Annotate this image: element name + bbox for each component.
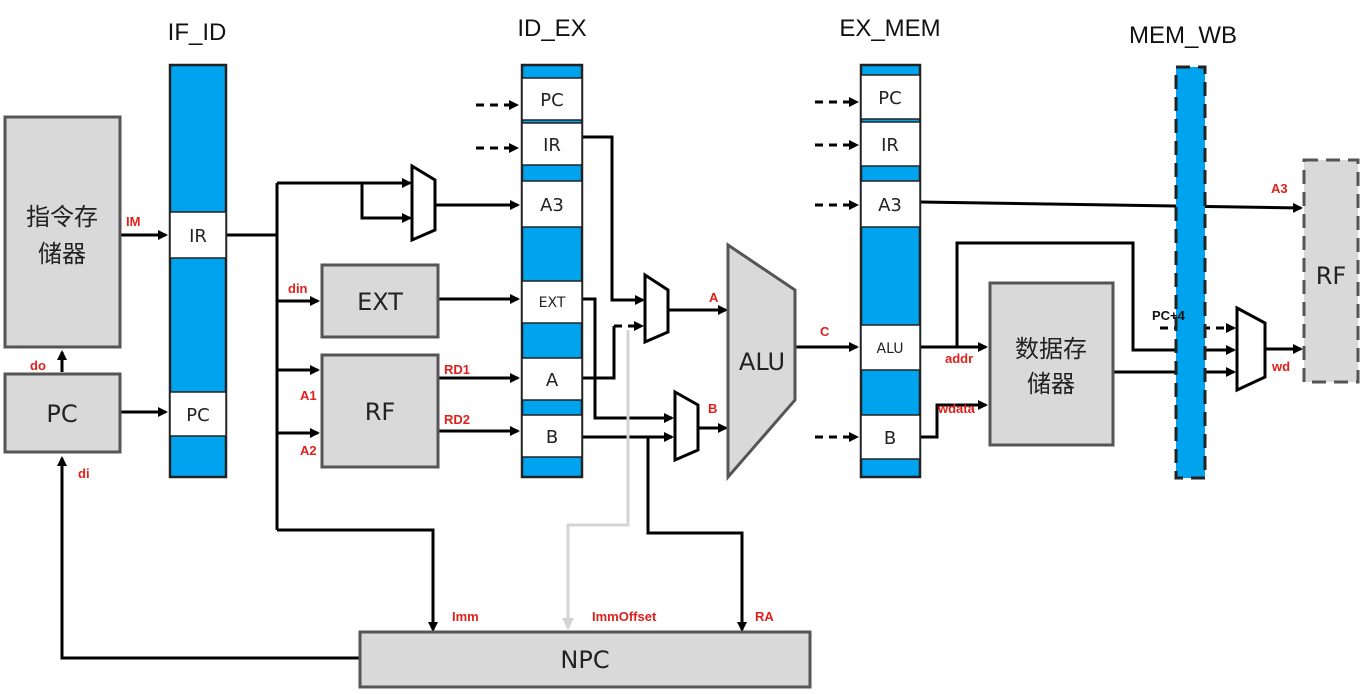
id-ex-ir-cell [521,122,583,166]
id-ex-pc-label: PC [540,90,563,111]
wire-ra [646,437,747,632]
wire-wdata [920,400,988,439]
if-id-ir-label: IR [189,226,207,247]
wire-di [57,456,360,660]
alu-block [726,242,797,482]
id-ex-ir-label: IR [543,135,561,156]
wire-imm-offset [562,330,630,630]
wire-alu-wb [955,241,1236,355]
mem-wb-register [1174,65,1207,480]
id-ex-a-cell [521,357,583,401]
instruction-memory [3,115,122,349]
stage-title-mem-wb: MEM_WB [1129,22,1237,49]
npc-block-label: NPC [560,646,609,674]
wire-imm [277,528,438,632]
signal-wd: wd [1271,359,1290,374]
alu-a-mux [643,272,670,345]
stage-title-id-ex: ID_EX [517,15,586,42]
ex-mem-alu-cell [860,324,921,371]
signal-a2: A2 [300,443,317,458]
signal-addr: addr [945,351,973,366]
register-file-label: RF [365,398,395,426]
ex-mem-b-label: B [884,428,896,449]
signal-do: do [30,358,46,373]
id-ex-pc-cell [521,77,583,121]
signal-a3-wb: A3 [1271,181,1288,196]
wire-ir-alu-mux [582,135,645,305]
npc-block [358,630,812,689]
ex-mem-b-cell [860,414,921,460]
if-id-ir-cell [169,211,227,259]
signal-din: din [288,281,308,296]
stage-title-if-id: IF_ID [168,19,227,46]
signal-alu-b: B [708,401,717,416]
ex-mem-a3-label: A3 [878,195,902,216]
a3-select-mux [410,163,437,243]
id-ex-b-label: B [546,427,558,448]
ex-mem-alu-label: ALU [877,341,904,357]
alu-block-label: ALU [739,348,785,376]
pc-block-label: PC [46,400,77,428]
data-memory-label-1: 数据存 [1015,335,1087,363]
id-ex-a3-cell [521,180,583,228]
signal-pc-plus-4: PC+4 [1152,308,1186,323]
signal-imm: Imm [452,609,479,624]
if-id-pc-label: PC [186,405,209,426]
ex-mem-ir-cell [860,121,921,167]
signal-rd2: RD2 [444,412,470,427]
instruction-memory-label-1: 指令存 [26,203,98,231]
signal-c: C [820,324,830,339]
id-ex-a-label: A [546,370,559,391]
ex-mem-pc-label: PC [878,88,901,109]
wire-ext-alu-b [582,297,674,423]
signal-di: di [78,466,90,481]
signal-rd1: RD1 [444,362,470,377]
wire-a-alu-a [582,326,616,380]
data-memory-label-2: 储器 [1027,370,1075,398]
stage-title-ex-mem: EX_MEM [839,15,940,42]
ex-mem-a3-cell [860,180,921,228]
pc-block [3,372,122,454]
wire-ir-mux-bottom [360,183,412,223]
register-file [320,353,440,469]
ext-block [320,263,440,339]
register-file-writeback [1302,158,1360,384]
wire-a3-wb [919,200,1303,213]
ex-mem-pc-cell [860,74,921,120]
data-memory [988,281,1115,447]
wb-select-mux [1235,305,1267,393]
instruction-memory-label-2: 储器 [38,240,86,268]
alu-b-mux [673,389,700,463]
signal-imm-offset: ImmOffset [592,609,657,624]
register-file-writeback-label: RF [1316,262,1346,290]
id-ex-ext-label: EXT [539,295,566,311]
ex-mem-ir-label: IR [881,135,899,156]
signal-a1: A1 [300,388,317,403]
id-ex-ext-cell [521,280,583,324]
ext-block-label: EXT [357,288,403,316]
id-ex-a3-label: A3 [540,195,564,216]
signal-ra: RA [755,609,774,624]
signal-wdata: wdata [937,401,976,416]
signal-im: IM [126,214,140,229]
id-ex-b-cell [521,414,583,458]
if-id-pc-cell [169,391,227,437]
signal-alu-a: A [709,290,719,305]
